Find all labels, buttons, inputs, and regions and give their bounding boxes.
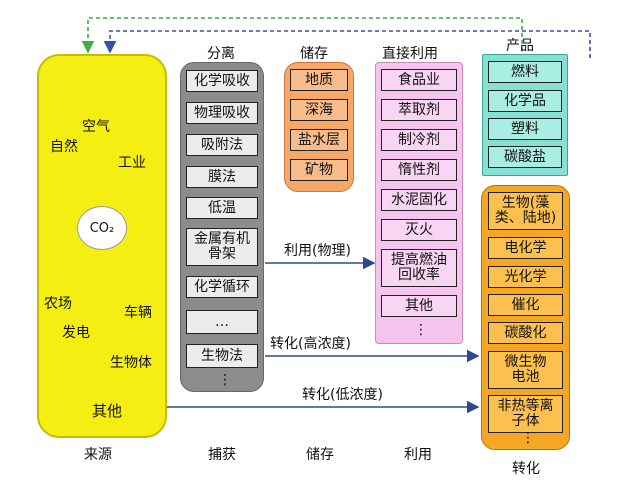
low-conc-arrow-label: 转化(低浓度) xyxy=(302,387,383,403)
util-other: 其他 xyxy=(381,295,457,317)
source-air: 空气 xyxy=(82,119,110,135)
co2-node: CO₂ xyxy=(77,206,127,250)
util-enhanced-oil-recovery: 提高燃油回收率 xyxy=(381,249,457,287)
capture-mof: 金属有机骨架 xyxy=(186,228,258,266)
storage-header: 储存 xyxy=(300,46,328,62)
capture-membrane: 膜法 xyxy=(186,166,258,188)
source-footer: 来源 xyxy=(84,447,112,463)
capture-ellipsis: … xyxy=(186,310,258,334)
conversion-footer: 转化 xyxy=(512,461,540,477)
high-conc-arrow-label: 转化(高浓度) xyxy=(270,336,351,352)
source-power: 发电 xyxy=(62,325,90,341)
capture-chemical-looping: 化学循环 xyxy=(186,276,258,298)
util-cement-curing: 水泥固化 xyxy=(381,189,457,211)
conv-catalysis: 催化 xyxy=(488,294,563,316)
storage-saline-aquifer: 盐水层 xyxy=(290,129,348,151)
capture-cryogenic: 低温 xyxy=(186,197,258,219)
conv-non-thermal-plasma: 非热等离子体 xyxy=(488,395,563,433)
physical-arrow-label: 利用(物理) xyxy=(284,243,351,259)
blue-feedback-arrow xyxy=(103,30,591,58)
capture-footer: 捕获 xyxy=(208,447,236,463)
conv-microbial-cell: 微生物电池 xyxy=(488,351,563,389)
util-extractant: 萃取剂 xyxy=(381,99,457,121)
source-nature: 自然 xyxy=(50,139,78,155)
capture-header: 分离 xyxy=(207,46,235,62)
product-fuel: 燃料 xyxy=(488,61,562,83)
source-farm: 农场 xyxy=(44,296,72,312)
storage-footer: 储存 xyxy=(306,447,334,463)
utilization-footer: 利用 xyxy=(404,447,432,463)
conv-electrochemical: 电化学 xyxy=(488,237,563,259)
util-food: 食品业 xyxy=(381,69,457,91)
conv-more: ⋮ xyxy=(521,430,535,446)
storage-mineral: 矿物 xyxy=(290,159,348,181)
capture-biological: 生物法 xyxy=(186,344,258,368)
conv-photochemical: 光化学 xyxy=(488,266,563,288)
storage-geological: 地质 xyxy=(290,69,348,91)
green-feedback-arrow xyxy=(81,17,523,58)
source-other: 其他 xyxy=(92,402,123,420)
product-carbonate: 碳酸盐 xyxy=(488,146,562,168)
source-vehicle: 车辆 xyxy=(124,305,152,321)
product-header: 产品 xyxy=(506,38,534,54)
util-more: ⋮ xyxy=(414,322,428,338)
util-refrigerant: 制冷剂 xyxy=(381,129,457,151)
capture-more: ⋮ xyxy=(218,372,232,388)
util-fire-extinguishing: 灭火 xyxy=(381,219,457,241)
utilization-header: 直接利用 xyxy=(382,46,438,62)
product-plastic: 塑料 xyxy=(488,118,562,140)
capture-physical-absorption: 物理吸收 xyxy=(186,102,258,124)
capture-chemical-absorption: 化学吸收 xyxy=(186,70,258,92)
capture-adsorption: 吸附法 xyxy=(186,134,258,156)
source-organism: 生物体 xyxy=(110,355,152,371)
conv-carbonation: 碳酸化 xyxy=(488,322,563,344)
product-chemicals: 化学品 xyxy=(488,90,562,112)
conv-biological: 生物(藻类、陆地) xyxy=(488,192,563,230)
util-inert-agent: 惰性剂 xyxy=(381,159,457,181)
source-industry: 工业 xyxy=(118,155,146,171)
storage-deep-sea: 深海 xyxy=(290,99,348,121)
